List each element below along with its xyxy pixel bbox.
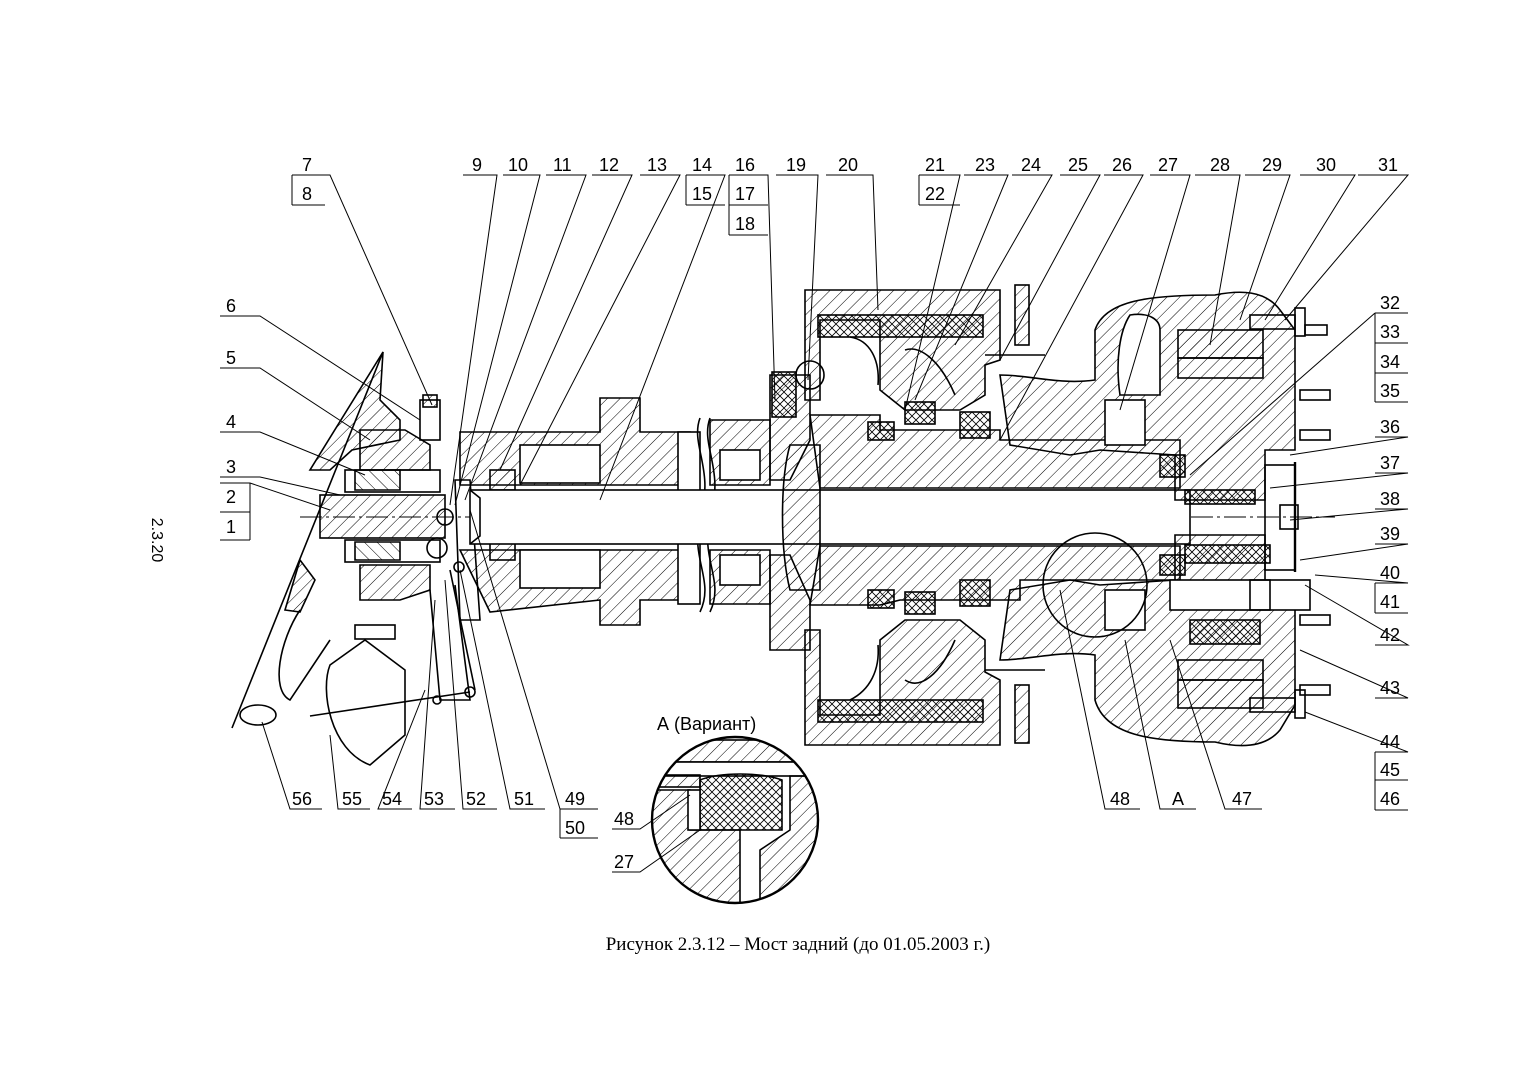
callout-48: 48	[1110, 789, 1130, 809]
callout-24: 24	[1021, 155, 1041, 175]
callout-leaders	[220, 174, 1410, 839]
callout-13: 13	[647, 155, 667, 175]
callout-21: 21	[925, 155, 945, 175]
callout-25: 25	[1068, 155, 1088, 175]
callout-50: 50	[565, 818, 585, 838]
callout-47: 47	[1232, 789, 1252, 809]
callout-38: 38	[1380, 489, 1400, 509]
callout-39: 39	[1380, 524, 1400, 544]
assembly-geometry	[231, 284, 1335, 766]
callout-44: 44	[1380, 732, 1400, 752]
callout-19: 19	[786, 155, 806, 175]
callout-labels: 7 8 9 10 11 12 13 14 15 16 17 18 19 20 2…	[226, 155, 1400, 838]
callout-42: 42	[1380, 625, 1400, 645]
callout-8: 8	[302, 184, 312, 204]
callout-41: 41	[1380, 592, 1400, 612]
callout-10: 10	[508, 155, 528, 175]
callout-37: 37	[1380, 453, 1400, 473]
callout-51: 51	[514, 789, 534, 809]
detail-view-a: А (Вариант) 48 27	[612, 714, 820, 905]
callout-49: 49	[565, 789, 585, 809]
callout-1: 1	[226, 517, 236, 537]
callout-43: 43	[1380, 678, 1400, 698]
detail-view-title: А (Вариант)	[657, 714, 756, 734]
detail-callout-27: 27	[614, 852, 634, 872]
callout-15: 15	[692, 184, 712, 204]
callout-14: 14	[692, 155, 712, 175]
callout-23: 23	[975, 155, 995, 175]
page-number: 2.3.20	[148, 518, 165, 563]
callout-2: 2	[226, 487, 236, 507]
callout-33: 33	[1380, 322, 1400, 342]
callout-56: 56	[292, 789, 312, 809]
callout-35: 35	[1380, 381, 1400, 401]
callout-11: 11	[553, 155, 572, 175]
callout-54: 54	[382, 789, 402, 809]
callout-6: 6	[226, 296, 236, 316]
callout-36: 36	[1380, 417, 1400, 437]
callout-52: 52	[466, 789, 486, 809]
callout-30: 30	[1316, 155, 1336, 175]
callout-40: 40	[1380, 563, 1400, 583]
callout-55: 55	[342, 789, 362, 809]
callout-31: 31	[1378, 155, 1398, 175]
callout-9: 9	[472, 155, 482, 175]
figure-caption: Рисунок 2.3.12 – Мост задний (до 01.05.2…	[606, 934, 991, 955]
callout-18: 18	[735, 214, 755, 234]
callout-26: 26	[1112, 155, 1132, 175]
callout-17: 17	[735, 184, 755, 204]
callout-45: 45	[1380, 760, 1400, 780]
callout-a: А	[1172, 789, 1184, 809]
callout-22: 22	[925, 184, 945, 204]
callout-3: 3	[226, 457, 236, 477]
callout-34: 34	[1380, 352, 1400, 372]
callout-27: 27	[1158, 155, 1178, 175]
detail-callout-48: 48	[614, 809, 634, 829]
callout-46: 46	[1380, 789, 1400, 809]
callout-53: 53	[424, 789, 444, 809]
callout-5: 5	[226, 348, 236, 368]
callout-4: 4	[226, 412, 236, 432]
callout-12: 12	[599, 155, 619, 175]
callout-20: 20	[838, 155, 858, 175]
callout-32: 32	[1380, 293, 1400, 313]
callout-29: 29	[1262, 155, 1282, 175]
callout-7: 7	[302, 155, 312, 175]
callout-28: 28	[1210, 155, 1230, 175]
callout-16: 16	[735, 155, 755, 175]
